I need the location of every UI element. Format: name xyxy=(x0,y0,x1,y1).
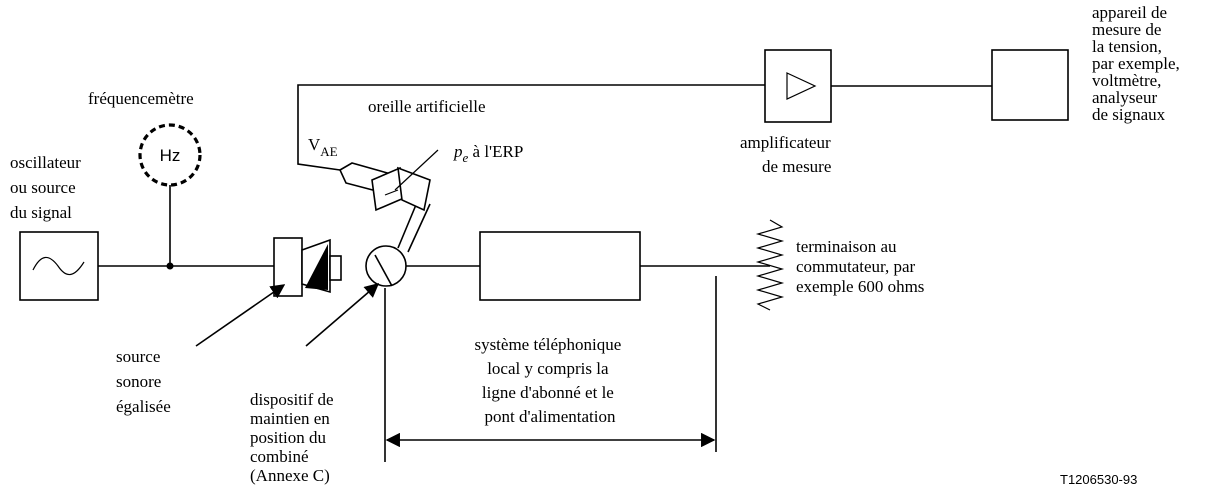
oscillator-label-line-3: du signal xyxy=(10,203,72,222)
holder-line-1: dispositif de xyxy=(250,390,334,409)
oscillator-label-line-2: ou source xyxy=(10,178,76,197)
termination-line-3: exemple 600 ohms xyxy=(796,277,924,296)
amplifier-label-line-1: amplificateur xyxy=(740,133,831,152)
telephone-system-line-4: pont d'alimentation xyxy=(484,407,616,426)
sound-source-label: source sonore égalisée xyxy=(116,347,171,416)
holder-line-4: combiné xyxy=(250,447,309,466)
oscillator-label: oscillateur ou source du signal xyxy=(10,153,85,222)
voltage-meter-line-7: de signaux xyxy=(1092,105,1166,124)
oscillator-label-line-1: oscillateur xyxy=(10,153,81,172)
voltage-meter-box xyxy=(991,49,1069,121)
holder-line-3: position du xyxy=(250,428,327,447)
ear-to-amplifier-line xyxy=(297,84,765,171)
amplifier-label-line-2: de mesure xyxy=(762,157,831,176)
v-ae-main: V xyxy=(308,135,321,154)
telephone-system-label: système téléphonique local y compris la … xyxy=(474,335,625,426)
pe-pointer xyxy=(394,149,439,191)
termination-label: terminaison au commutateur, par exemple … xyxy=(796,237,924,296)
sound-source-arrow xyxy=(195,284,286,347)
amplifier-box xyxy=(764,49,832,123)
voltage-meter-line-5: voltmètre, xyxy=(1092,71,1161,90)
loudspeaker-icon xyxy=(273,237,342,297)
voltage-meter-line-1: appareil de xyxy=(1092,3,1167,22)
artificial-ear-label: oreille artificielle xyxy=(368,97,486,116)
pe-main: p xyxy=(453,142,463,161)
termination-line-1: terminaison au xyxy=(796,237,897,256)
holder-arrow xyxy=(305,283,380,347)
v-ae-label: VAE xyxy=(308,135,338,159)
telephone-system-line-3: ligne d'abonné et le xyxy=(482,383,614,402)
sound-source-line-3: égalisée xyxy=(116,397,171,416)
frequency-meter-label: fréquencemètre xyxy=(88,89,194,108)
termination-resistor-icon xyxy=(755,219,785,311)
amplifier-label: amplificateur de mesure xyxy=(740,133,835,176)
pe-erp-label: pe à l'ERP xyxy=(453,142,523,165)
hz-label: Hz xyxy=(160,146,181,165)
sound-source-line-2: sonore xyxy=(116,372,161,391)
artificial-ear-icon xyxy=(338,162,431,212)
oscillator-box xyxy=(19,231,99,301)
pe-rest: à l'ERP xyxy=(468,142,523,161)
pe-sub: e xyxy=(463,150,469,165)
voltage-meter-line-3: la tension, xyxy=(1092,37,1162,56)
telephone-system-line-2: local y compris la xyxy=(487,359,609,378)
handset-holder-icon xyxy=(365,199,431,287)
voltage-meter-line-4: par exemple, xyxy=(1092,54,1180,73)
holder-label: dispositif de maintien en position du co… xyxy=(250,390,338,485)
frequency-meter-icon: Hz xyxy=(138,123,202,187)
voltage-meter-label: appareil de mesure de la tension, par ex… xyxy=(1092,3,1184,124)
sound-source-line-1: source xyxy=(116,347,160,366)
voltage-meter-line-2: mesure de xyxy=(1092,20,1161,39)
holder-line-5: (Annexe C) xyxy=(250,466,330,485)
figure-code: T1206530-93 xyxy=(1060,472,1137,487)
voltage-meter-line-6: analyseur xyxy=(1092,88,1157,107)
v-ae-sub: AE xyxy=(320,144,337,159)
termination-line-2: commutateur, par xyxy=(796,257,916,276)
telephone-system-box xyxy=(479,231,641,301)
telephone-system-line-1: système téléphonique xyxy=(474,335,621,354)
holder-line-2: maintien en xyxy=(250,409,330,428)
